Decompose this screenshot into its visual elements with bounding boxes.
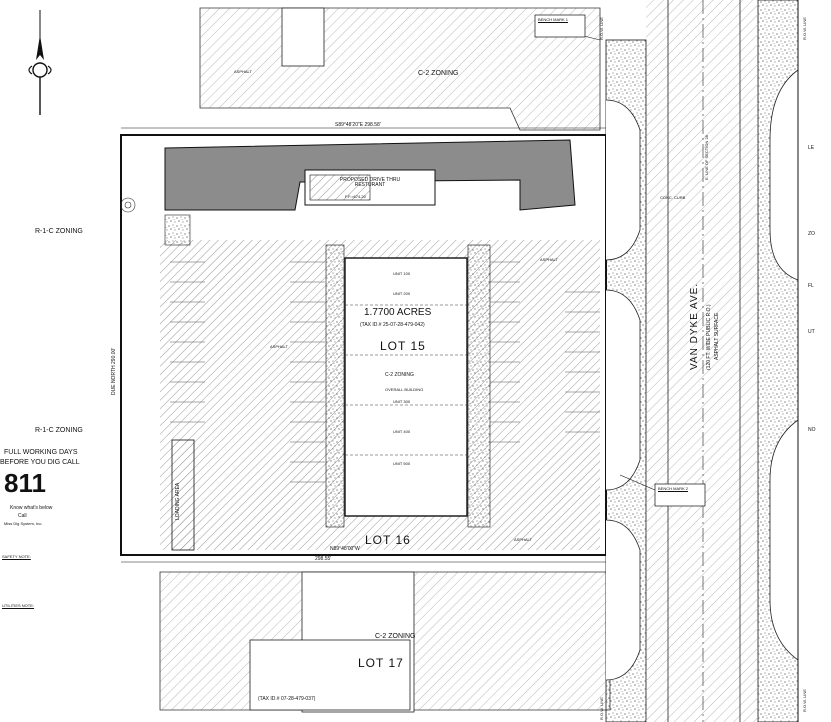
row-line-label-2: R.O.W. LINE	[599, 697, 604, 720]
drive-thru-building-hatch	[309, 174, 371, 201]
south-bearing: N89°48'00"W	[330, 546, 360, 552]
lot-15-label: LOT 15	[380, 339, 426, 353]
site-acreage: 1.7700 ACRES	[364, 307, 432, 318]
unit-label-2: UNIT 200	[393, 291, 411, 296]
site-tax-id: (TAX ID.# 25-07-28-479-042)	[360, 322, 425, 328]
building-note: OVERALL BUILDING	[385, 387, 424, 392]
miss-dig-number: 811	[4, 468, 46, 498]
north-building	[281, 7, 325, 67]
miss-dig-call: Call	[18, 513, 27, 519]
asphalt-label-east: ASPHALT	[540, 257, 558, 262]
benchmark-box-1	[534, 14, 586, 38]
zoning-label-north: C-2 ZONING	[418, 70, 459, 77]
zoning-label-center: C-2 ZONING	[385, 372, 414, 378]
unit-label-3: UNIT 300	[393, 399, 411, 404]
legend-partial-4: UT	[808, 329, 815, 335]
row-line-label-4: R.O.W. LINE	[802, 689, 807, 712]
drive-thru-ff: F.F.=674.20	[345, 194, 366, 199]
section-line-label: E. LINE OF SECTION 28	[704, 135, 709, 180]
drive-thru-name: PROPOSED DRIVE THRU RESTURANT	[339, 177, 401, 188]
lot-16-label: LOT 16	[365, 533, 411, 547]
legend-partial-1: LE	[808, 145, 815, 151]
north-arrow-icon	[28, 35, 52, 115]
loading-area-label: LOADING AREA	[175, 482, 181, 520]
miss-dig-line2: BEFORE YOU DIG CALL	[0, 459, 80, 466]
parking-stalls-west	[170, 261, 325, 483]
benchmark-box-2	[654, 483, 706, 507]
unit-label-5: UNIT 500	[393, 461, 411, 466]
lot-17-label: LOT 17	[358, 656, 404, 670]
zoning-label-south: C-2 ZONING	[375, 633, 416, 640]
van-dyke-road	[646, 0, 758, 722]
legend-partial-2: ZO	[808, 231, 815, 237]
west-line-bearing: DUE NORTH 290.00'	[111, 347, 117, 395]
north-bearing: S89°48'20"E 298.58'	[335, 122, 381, 128]
miss-dig-line1: FULL WORKING DAYS	[4, 449, 78, 456]
row-line-label-3: R.O.W. LINE	[802, 17, 807, 40]
tree-symbol-icon	[120, 197, 136, 213]
benchmark-1-label: BENCH MARK 1	[538, 17, 569, 22]
row-line-label-1: R.O.W. LINE	[599, 17, 604, 40]
loading-area	[171, 439, 195, 551]
road-name: VAN DYKE AVE.	[689, 282, 700, 370]
curb-label: CONC. CURB	[660, 195, 686, 200]
asphalt-label-west: ASPHALT	[270, 344, 288, 349]
road-surface: ASPHALT SURFACE	[714, 312, 720, 360]
utilities-note-title: UTILITIES NOTE:	[2, 603, 35, 608]
asphalt-label-south: ASPHALT	[514, 537, 532, 542]
safety-note-title: SAFETY NOTE:	[2, 554, 31, 559]
retail-building-sidewalk-east	[467, 244, 491, 528]
zoning-label-west-upper: R-1-C ZONING	[35, 228, 83, 235]
unit-label-4: UNIT 400	[393, 429, 411, 434]
road-width: (120 FT. WIDE PUBLIC R.O.)	[706, 304, 712, 370]
zoning-label-west-lower: R-1-C ZONING	[35, 427, 83, 434]
retail-building	[344, 257, 468, 517]
west-planter	[164, 214, 191, 246]
south-tax-id: (TAX ID.# 07-28-479-037)	[258, 696, 316, 702]
retail-building-sidewalk-west	[325, 244, 345, 528]
miss-dig-tag: Know what's below	[10, 505, 53, 511]
parking-stalls-east	[490, 261, 600, 443]
legend-partial-3: FL	[808, 283, 814, 289]
unit-label-1: UNIT 100	[393, 271, 411, 276]
benchmark-2-label: BENCH MARK 2	[658, 486, 689, 491]
legend-partial-5: NO	[808, 427, 816, 433]
asphalt-label-north: ASPHALT	[234, 69, 252, 74]
south-building-lower	[249, 639, 411, 711]
south-distance: 298.55'	[315, 556, 332, 562]
miss-dig-system: Miss Dig System, Inc.	[4, 521, 43, 526]
